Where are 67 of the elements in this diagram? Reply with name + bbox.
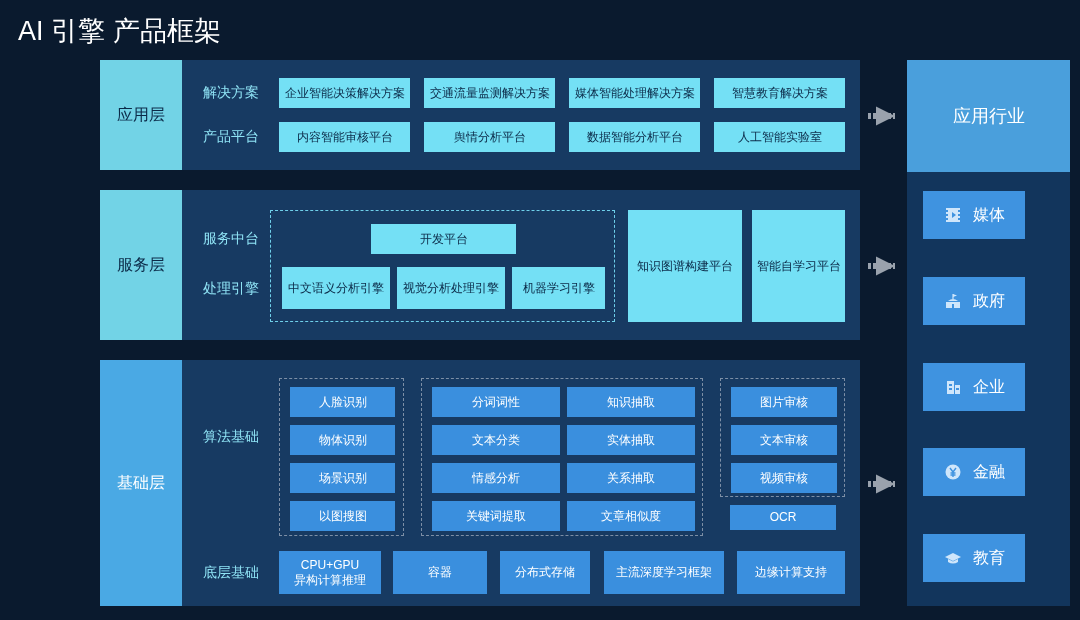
solution-box: 交通流量监测解决方案 bbox=[424, 78, 555, 108]
algorithm-box: OCR bbox=[730, 505, 836, 530]
layer-label: 基础层 bbox=[100, 360, 182, 606]
platform-box: 知识图谱构建平台 bbox=[628, 210, 742, 322]
solution-box: 媒体智能处理解决方案 bbox=[569, 78, 700, 108]
industry-box bbox=[923, 448, 1025, 496]
industry-box bbox=[923, 191, 1025, 239]
solution-box: 企业智能决策解决方案 bbox=[279, 78, 410, 108]
row-label: 服务中台 bbox=[203, 230, 259, 248]
arrow bbox=[868, 256, 895, 276]
layer-panel bbox=[100, 60, 860, 170]
platform-box: 舆情分析平台 bbox=[424, 122, 555, 152]
infrastructure-box: CPU+GPU 异构计算推理 bbox=[279, 551, 381, 594]
engine-box: 机器学习引擎 bbox=[512, 267, 605, 309]
algorithm-box: 文章相似度 bbox=[567, 501, 695, 531]
algorithm-box: 关键词提取 bbox=[432, 501, 560, 531]
platform-box: 开发平台 bbox=[371, 224, 516, 254]
industry-panel bbox=[907, 60, 1070, 606]
algorithm-box: 场景识别 bbox=[290, 463, 395, 493]
infrastructure-box: 边缘计算支持 bbox=[737, 551, 845, 594]
layer-label: 服务层 bbox=[100, 190, 182, 340]
title: AI 引擎 产品框架 bbox=[18, 15, 221, 48]
industry-name: 教育 bbox=[973, 548, 1005, 568]
platform-box: 内容智能审核平台 bbox=[279, 122, 410, 152]
group-frame bbox=[421, 378, 703, 536]
layer-panel bbox=[100, 360, 860, 606]
platform-box: 数据智能分析平台 bbox=[569, 122, 700, 152]
algorithm-box: 人脸识别 bbox=[290, 387, 395, 417]
industry-box bbox=[923, 277, 1025, 325]
algorithm-box: 图片审核 bbox=[731, 387, 837, 417]
row-label: 处理引擎 bbox=[203, 280, 259, 298]
group-frame bbox=[720, 378, 845, 497]
industry-name: 媒体 bbox=[973, 205, 1005, 225]
infrastructure-box: 容器 bbox=[393, 551, 487, 594]
row-label: 算法基础 bbox=[203, 428, 259, 446]
industry-name: 金融 bbox=[973, 462, 1005, 482]
layer-panel bbox=[100, 190, 860, 340]
infrastructure-box: 主流深度学习框架 bbox=[604, 551, 724, 594]
algorithm-box: 视频审核 bbox=[731, 463, 837, 493]
row-label: 底层基础 bbox=[203, 564, 259, 582]
industry-box bbox=[923, 363, 1025, 411]
algorithm-box: 情感分析 bbox=[432, 463, 560, 493]
engine-box: 视觉分析处理引擎 bbox=[397, 267, 505, 309]
algorithm-box: 文本审核 bbox=[731, 425, 837, 455]
arrow bbox=[868, 106, 895, 126]
group-frame bbox=[270, 210, 615, 322]
row-label: 产品平台 bbox=[203, 128, 259, 146]
algorithm-box: 关系抽取 bbox=[567, 463, 695, 493]
platform-box: 智能自学习平台 bbox=[752, 210, 845, 322]
industry-box bbox=[923, 534, 1025, 582]
algorithm-box: 实体抽取 bbox=[567, 425, 695, 455]
industry-name: 企业 bbox=[973, 377, 1005, 397]
algorithm-box: 分词词性 bbox=[432, 387, 560, 417]
row-label: 解决方案 bbox=[203, 84, 259, 102]
algorithm-box: 文本分类 bbox=[432, 425, 560, 455]
platform-box: 人工智能实验室 bbox=[714, 122, 845, 152]
group-frame bbox=[279, 378, 404, 536]
industry-name: 政府 bbox=[973, 291, 1005, 311]
algorithm-box: 以图搜图 bbox=[290, 501, 395, 531]
algorithm-box: 物体识别 bbox=[290, 425, 395, 455]
layer-label: 应用层 bbox=[100, 60, 182, 170]
infrastructure-box: 分布式存储 bbox=[500, 551, 590, 594]
engine-box: 中文语义分析引擎 bbox=[282, 267, 390, 309]
solution-box: 智慧教育解决方案 bbox=[714, 78, 845, 108]
arrow bbox=[868, 474, 895, 494]
algorithm-box: 知识抽取 bbox=[567, 387, 695, 417]
panel-header: 应用行业 bbox=[907, 60, 1070, 172]
